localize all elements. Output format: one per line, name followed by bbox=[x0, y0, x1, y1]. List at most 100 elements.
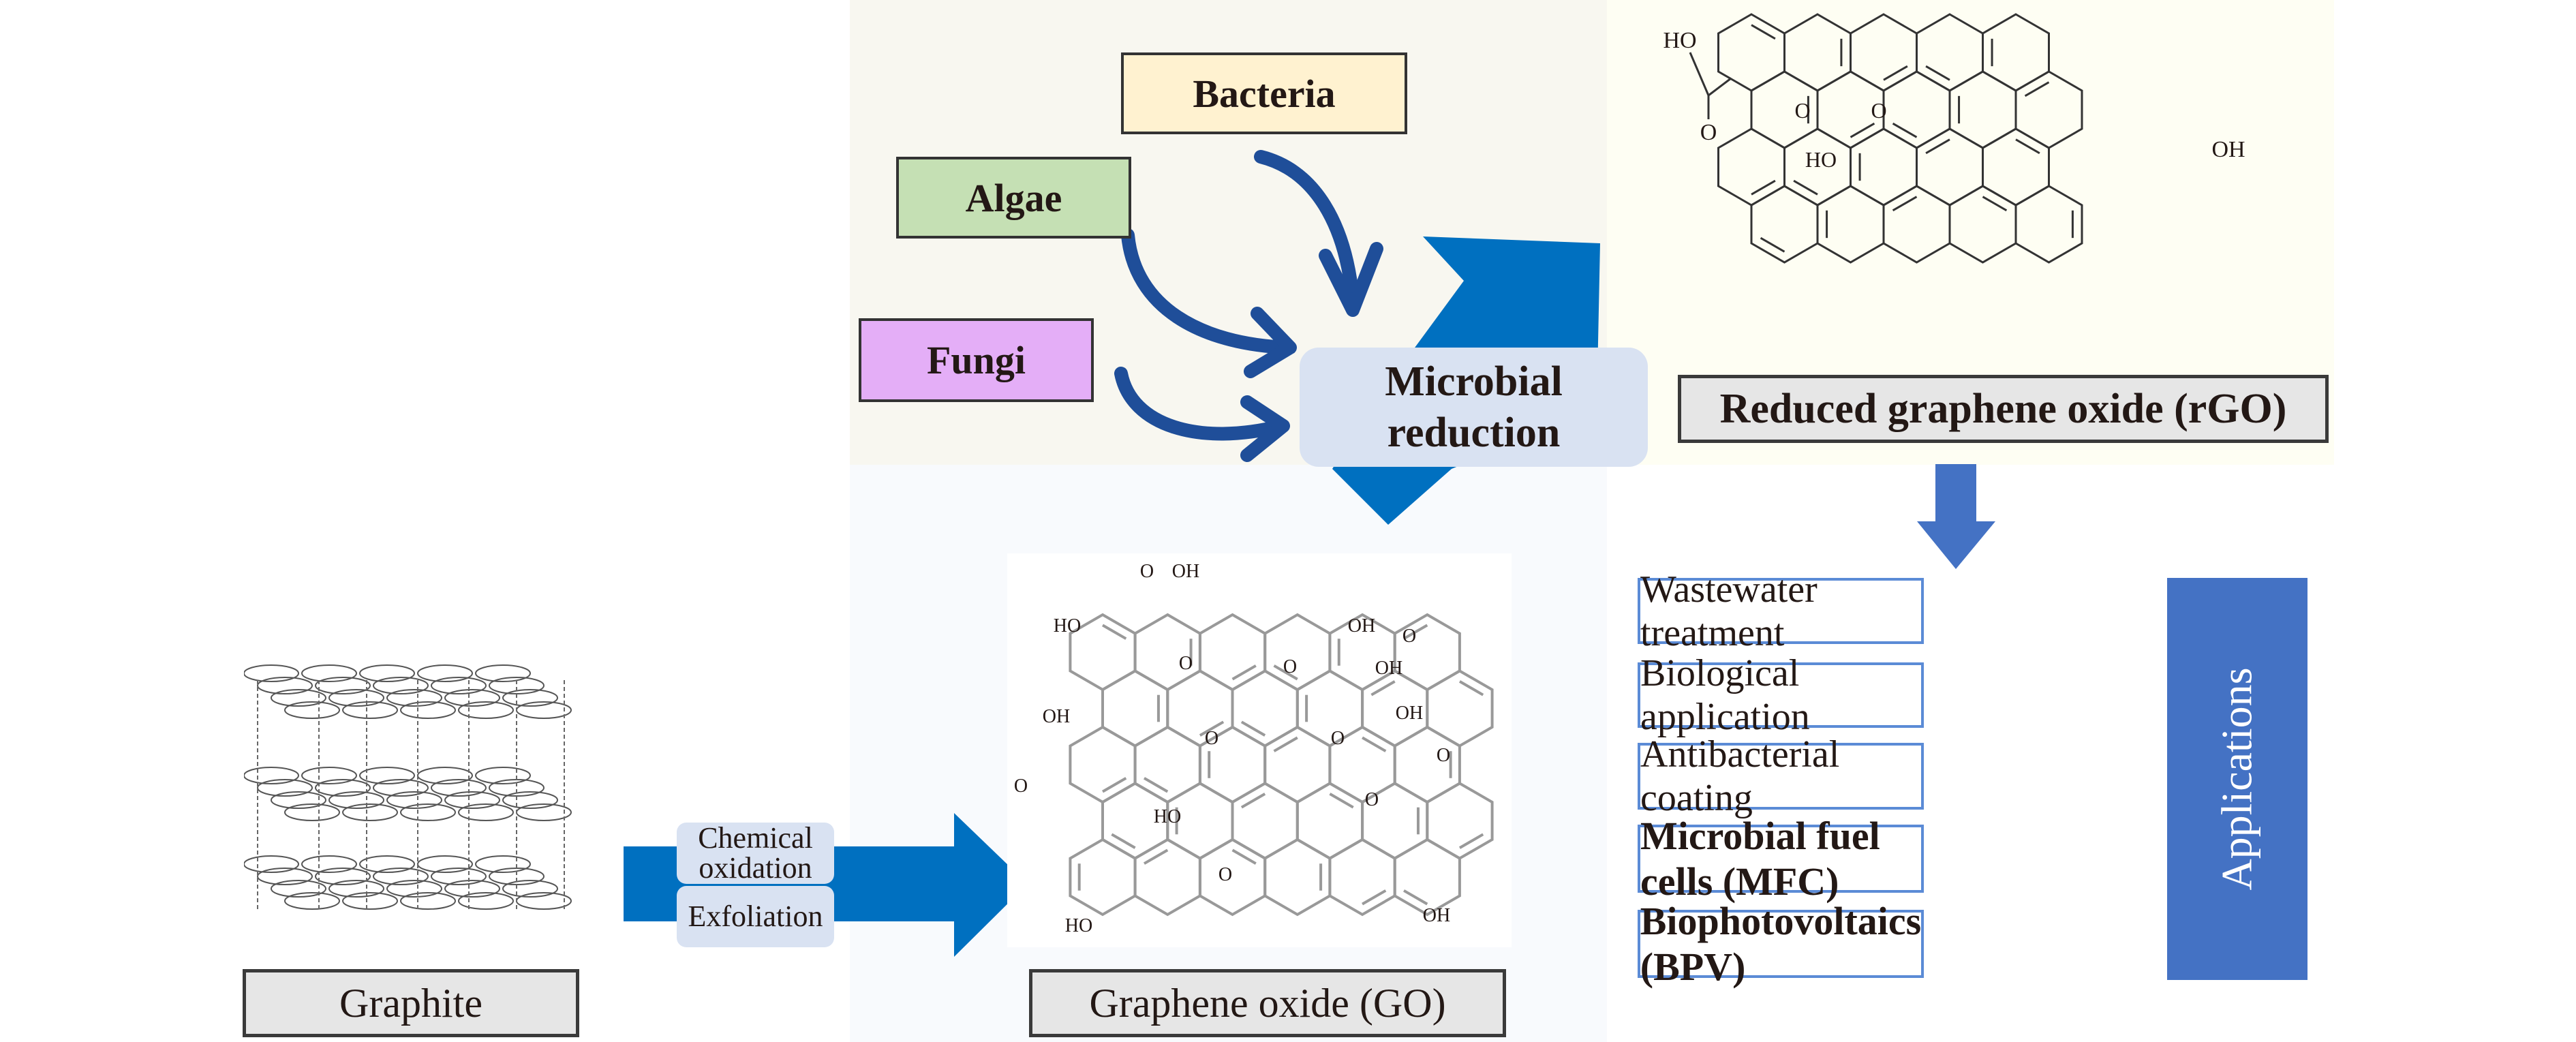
double-bond bbox=[1751, 24, 1776, 40]
go-functional-group-label: O bbox=[1218, 864, 1232, 885]
application-item: Antibacterial coating bbox=[1638, 733, 1924, 819]
go-functional-group-label: OH bbox=[1043, 706, 1070, 727]
double-bond bbox=[1273, 736, 1298, 752]
graphene-sheet-ring bbox=[301, 855, 357, 873]
microbial-reduction-box: Microbial reduction bbox=[1300, 348, 1648, 467]
go-functional-group-label: O bbox=[1437, 745, 1450, 766]
rgo-epoxy-label: O bbox=[1794, 98, 1810, 123]
rgo-to-applications-arrow bbox=[1917, 464, 1995, 569]
double-bond bbox=[1240, 720, 1266, 737]
graphene-sheet-ring bbox=[271, 880, 326, 898]
graphene-sheet-ring bbox=[386, 791, 442, 809]
chemical-oxidation-line2: oxidation bbox=[699, 851, 812, 885]
go-functional-group-label: OH bbox=[1375, 658, 1402, 679]
graphene-sheet-ring bbox=[417, 664, 473, 682]
bacteria-label: Bacteria bbox=[1193, 71, 1336, 116]
double-bond bbox=[1273, 664, 1298, 681]
double-bond bbox=[1760, 236, 1785, 253]
graphene-sheet-ring bbox=[342, 803, 398, 821]
graphene-sheet-ring bbox=[328, 791, 384, 809]
double-bond bbox=[1231, 848, 1257, 865]
graphene-sheet-ring bbox=[244, 855, 299, 873]
applications-title-bar: Applications bbox=[2167, 578, 2307, 980]
fungi-label: Fungi bbox=[926, 338, 1026, 382]
go-functional-group-label: O bbox=[1014, 776, 1028, 797]
graphene-sheet-ring bbox=[475, 664, 531, 682]
go-functional-group-label: OH bbox=[1396, 703, 1423, 724]
graphene-sheet-ring bbox=[244, 664, 299, 682]
double-bond bbox=[1458, 680, 1484, 696]
graphene-sheet-ring bbox=[301, 664, 357, 682]
double-bond bbox=[1362, 889, 1387, 906]
graphene-sheet-ring bbox=[284, 892, 340, 910]
double-bond bbox=[1101, 777, 1127, 793]
rgo-hydroxyl-label: HO bbox=[1805, 147, 1837, 172]
graphene-sheet-ring bbox=[431, 779, 487, 797]
bond bbox=[1708, 77, 1732, 97]
application-item: Microbial fuel cells (MFC) bbox=[1638, 814, 1924, 904]
double-bond bbox=[1362, 736, 1387, 752]
go-functional-group-label: OH bbox=[1172, 561, 1199, 582]
microbial-reduction-line1: Microbial bbox=[1385, 358, 1563, 405]
go-label: Graphene oxide (GO) bbox=[1089, 980, 1446, 1026]
application-label: Wastewater treatment bbox=[1640, 568, 1818, 654]
go-label-box: Graphene oxide (GO) bbox=[1029, 969, 1506, 1037]
double-bond bbox=[1102, 624, 1127, 640]
fungi-box: Fungi bbox=[859, 318, 1094, 402]
go-functional-group-label: HO bbox=[1154, 806, 1181, 827]
graphene-sheet-ring bbox=[342, 701, 398, 719]
go-functional-group-label: OH bbox=[1423, 905, 1450, 926]
go-functional-group-label: HO bbox=[1065, 915, 1092, 936]
double-bond bbox=[1892, 196, 1918, 212]
application-label: Biological application bbox=[1640, 652, 1810, 738]
hexagon-ring bbox=[2014, 185, 2083, 264]
go-functional-group-label: O bbox=[1205, 728, 1218, 749]
curved-arrow-fungi bbox=[1114, 367, 1290, 462]
graphene-sheet-ring bbox=[475, 855, 531, 873]
double-bond bbox=[2024, 81, 2050, 97]
double-bond bbox=[1143, 848, 1169, 865]
graphene-sheet-ring bbox=[431, 677, 487, 694]
hexagon-ring bbox=[1393, 838, 1461, 917]
double-bond bbox=[1850, 122, 1875, 138]
exfoliation-label: Exfoliation bbox=[688, 900, 823, 933]
application-item: Biological application bbox=[1638, 652, 1924, 738]
bond bbox=[1689, 52, 1710, 96]
graphene-sheet-ring bbox=[373, 868, 429, 885]
go-functional-group-label: O bbox=[1331, 728, 1345, 749]
double-bond bbox=[1370, 680, 1396, 696]
exfoliation-box: Exfoliation bbox=[677, 886, 834, 947]
graphene-sheet-ring bbox=[502, 791, 558, 809]
graphene-sheet-ring bbox=[431, 868, 487, 885]
application-item: Biophotovoltaics (BPV) bbox=[1638, 899, 1924, 989]
algae-label: Algae bbox=[965, 175, 1062, 220]
double-bond bbox=[1925, 65, 1950, 81]
graphene-sheet-ring bbox=[444, 880, 500, 898]
rgo-carboxyl-o-label: O bbox=[1700, 120, 1717, 145]
application-item: Wastewater treatment bbox=[1638, 568, 1924, 654]
graphene-sheet-ring bbox=[284, 803, 340, 821]
graphene-sheet-ring bbox=[400, 892, 456, 910]
curved-arrow-bacteria bbox=[1254, 150, 1383, 317]
graphene-sheet-ring bbox=[373, 677, 429, 694]
graphene-sheet-ring bbox=[359, 664, 415, 682]
rgo-carboxyl-ho-label: HO bbox=[1663, 28, 1696, 53]
go-structure: OOHHOOHOOHOOOHOHOOOOHOOOHOOHHOO bbox=[1014, 561, 1494, 936]
graphene-sheet-ring bbox=[359, 855, 415, 873]
go-functional-group-label: O bbox=[1365, 789, 1379, 810]
graphene-sheet-ring bbox=[502, 689, 558, 707]
double-bond bbox=[2015, 138, 2040, 155]
graphene-sheet-ring bbox=[502, 880, 558, 898]
graphene-sheet-ring bbox=[373, 779, 429, 797]
graphene-sheet-ring bbox=[284, 701, 340, 719]
graphene-sheet-ring bbox=[386, 880, 442, 898]
graphene-sheet-ring bbox=[301, 767, 357, 784]
curved-arrow-algae bbox=[1121, 228, 1297, 378]
go-functional-group-label: O bbox=[1283, 656, 1297, 677]
graphene-sheet-ring bbox=[444, 791, 500, 809]
double-bond bbox=[1199, 720, 1225, 737]
graphite-structure bbox=[244, 664, 572, 912]
graphene-sheet-ring bbox=[257, 779, 313, 797]
go-functional-group-label: OH bbox=[1348, 615, 1375, 637]
